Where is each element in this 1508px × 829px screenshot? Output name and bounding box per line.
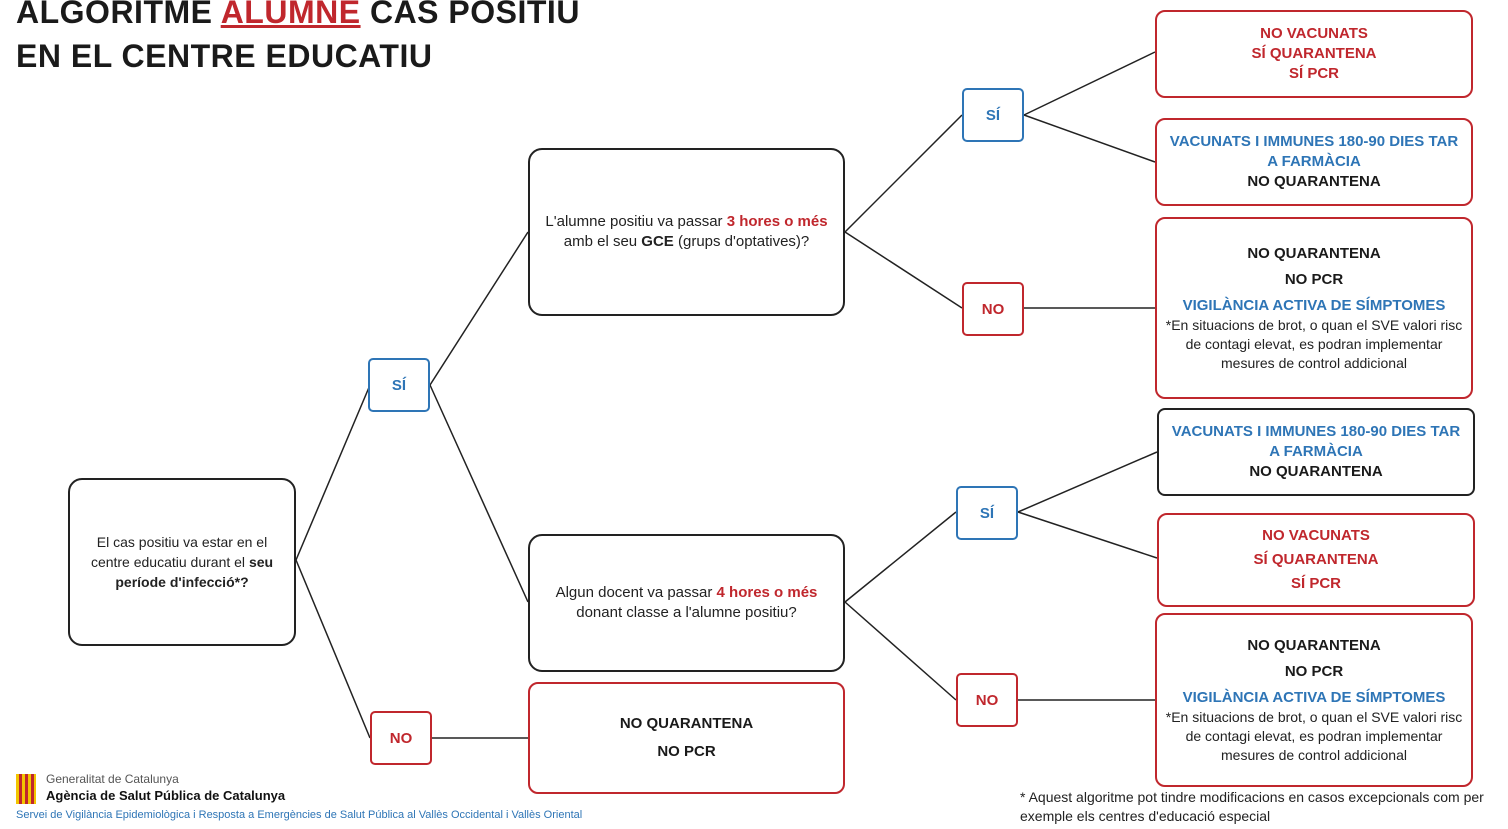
r7-line1: NO QUARANTENA [619,715,754,732]
catalan-flag-icon [16,774,36,804]
result-no-vacunats-1: NO VACUNATS SÍ QUARANTENA SÍ PCR [1155,10,1473,98]
r5-line3: SÍ PCR [1290,575,1341,592]
r1-line2: SÍ QUARANTENA [1251,45,1377,62]
r4-line1: VACUNATS I IMMUNES 180-90 DIES TAR A FAR… [1171,423,1461,460]
q-gce-p2: amb el seu [563,233,642,250]
result-vacunats-1: VACUNATS I IMMUNES 180-90 DIES TAR A FAR… [1155,118,1473,206]
result-no-vacunats-2: NO VACUNATS SÍ QUARANTENA SÍ PCR [1157,513,1475,607]
q-gce-p1: L'alumne positiu va passar [545,213,727,230]
title-prefix: ALGORITME [16,0,221,30]
r3-line1: NO QUARANTENA [1247,244,1381,262]
question-docent: Algun docent va passar 4 hores o més don… [528,534,845,672]
r5-line1: NO VACUNATS [1262,527,1370,544]
label-si-2: SÍ [962,88,1024,142]
question-root: El cas positiu va estar en el centre edu… [68,478,296,646]
title-suffix: CAS POSITIU [360,0,580,30]
r1-line1: NO VACUNATS [1260,25,1368,42]
title-highlight: ALUMNE [220,0,361,30]
result-vigilancia-1: NO QUARANTENA NO PCR VIGILÀNCIA ACTIVA D… [1155,217,1473,399]
page-title: ALGORITME ALUMNE CAS POSITIU [16,0,580,30]
logo-generalitat: Generalitat de Catalunya [46,772,179,786]
label-si-1: SÍ [368,358,430,412]
result-vacunats-2: VACUNATS I IMMUNES 180-90 DIES TAR A FAR… [1157,408,1475,496]
q-docent-p1: Algun docent va passar [555,584,717,601]
q-docent-p2: donant classe a l'alumne positiu? [576,604,797,621]
r3-line2: NO PCR [1284,270,1344,288]
service-line: Servei de Vigilància Epidemiològica i Re… [16,809,583,821]
q-docent-highlight: 4 hores o més [716,584,818,601]
label-no-1: NO [370,711,432,765]
result-no-quarantena: NO QUARANTENA NO PCR [528,682,845,794]
label-no-2: NO [962,282,1024,336]
r6-line4: *En situacions de brot, o quan el SVE va… [1165,708,1463,763]
question-gce: L'alumne positiu va passar 3 hores o més… [528,148,845,316]
result-vigilancia-2: NO QUARANTENA NO PCR VIGILÀNCIA ACTIVA D… [1155,613,1473,787]
r6-line3: VIGILÀNCIA ACTIVA DE SÍMPTOMES [1182,688,1446,706]
r6-line2: NO PCR [1284,662,1344,680]
q-root-p1: El cas positiu va estar en el centre edu… [90,534,268,570]
r2-line2: NO QUARANTENA [1247,173,1381,190]
r6-line1: NO QUARANTENA [1247,636,1381,654]
page-subtitle: EN EL CENTRE EDUCATIU [16,38,433,74]
logo-agency: Agència de Salut Pública de Catalunya [46,788,286,803]
label-no-3: NO [956,673,1018,727]
r5-line2: SÍ QUARANTENA [1253,551,1379,568]
r3-line3: VIGILÀNCIA ACTIVA DE SÍMPTOMES [1182,296,1446,314]
label-si-3: SÍ [956,486,1018,540]
r2-line1: VACUNATS I IMMUNES 180-90 DIES TAR A FAR… [1169,133,1459,170]
footnote: * Aquest algoritme pot tindre modificaci… [1020,789,1484,824]
r1-line3: SÍ PCR [1288,65,1339,82]
q-gce-bold: GCE [641,233,674,250]
r3-line4: *En situacions de brot, o quan el SVE va… [1165,316,1463,371]
q-gce-p3: (grups d'optatives)? [673,233,810,250]
r4-line2: NO QUARANTENA [1249,463,1383,480]
q-root-p2: seu període d'infecció*? [115,554,274,590]
q-gce-highlight: 3 hores o més [726,213,828,230]
r7-line2: NO PCR [657,743,716,760]
